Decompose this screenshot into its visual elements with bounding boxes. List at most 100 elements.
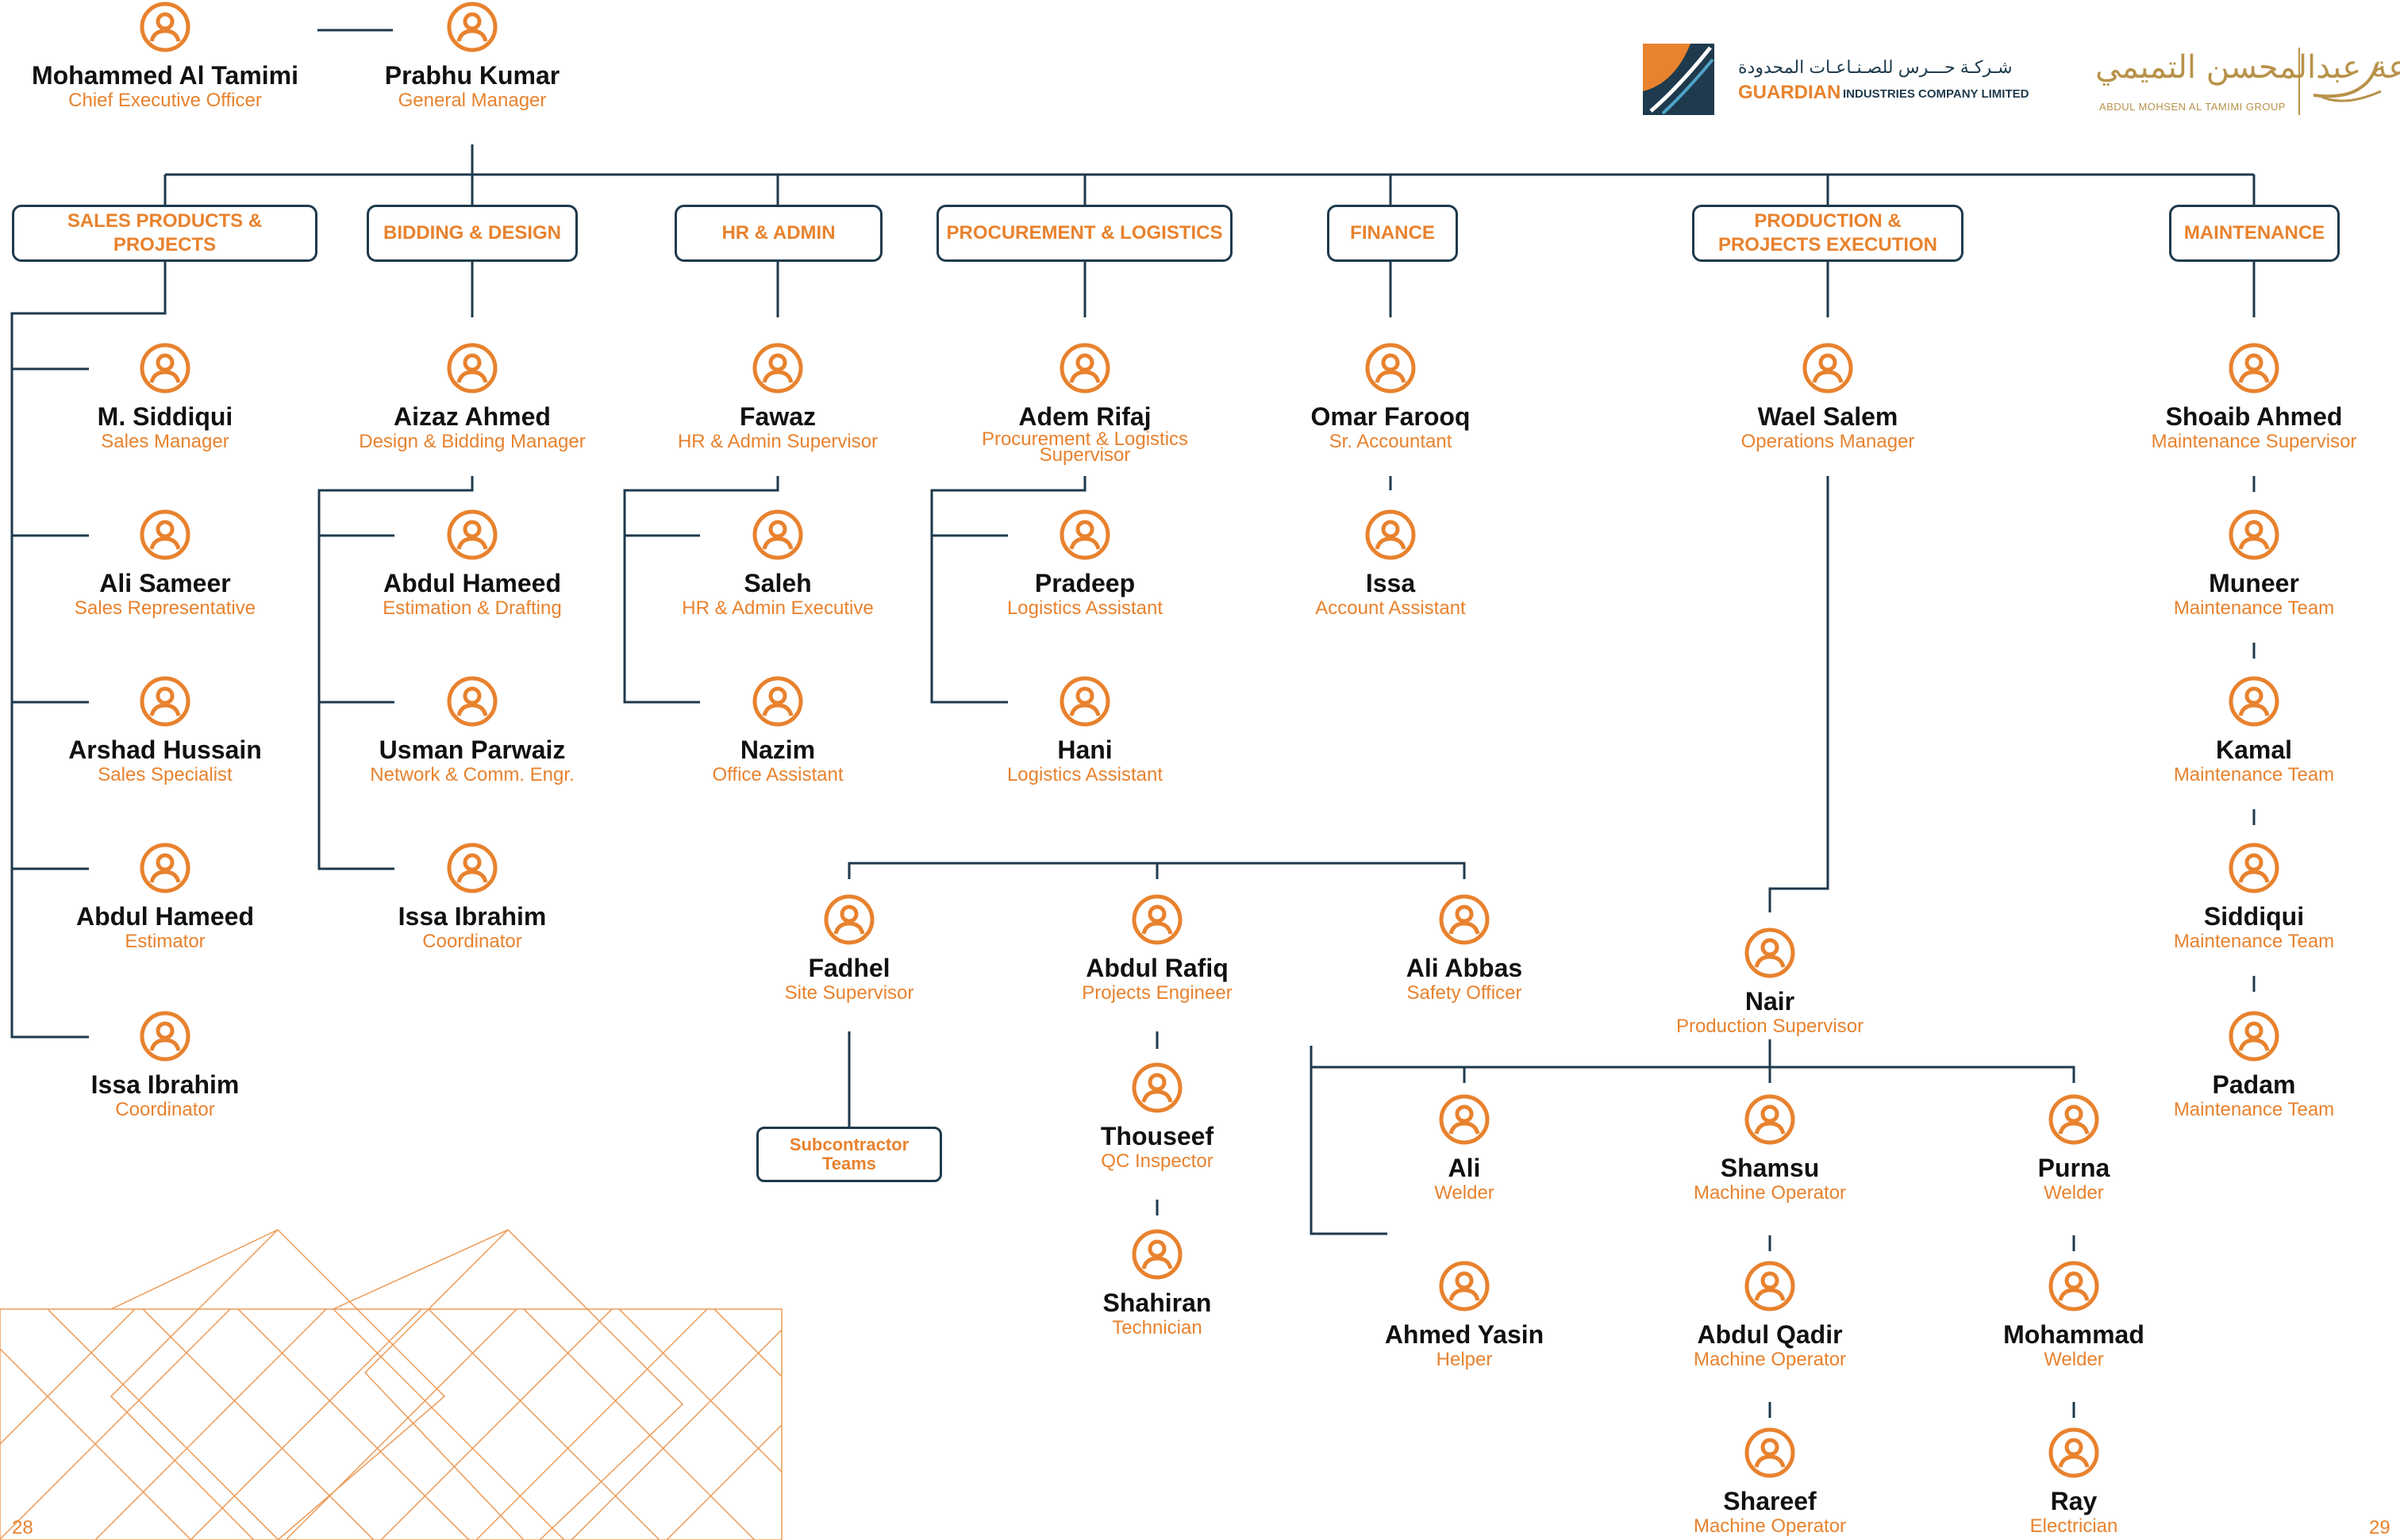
- person-role: Coordinator: [422, 931, 522, 952]
- person-name: Purna: [2037, 1154, 2110, 1182]
- person-role: HR & Admin Supervisor: [677, 431, 879, 452]
- person-name: Wael Salem: [1757, 402, 1898, 431]
- person-name: Siddiqui: [2203, 902, 2305, 931]
- person-name: M. Siddiqui: [97, 402, 233, 431]
- person-name: Fadhel: [808, 954, 890, 982]
- person-name: Issa Ibrahim: [398, 902, 547, 931]
- person-role: Logistics Assistant: [1006, 597, 1163, 619]
- person-icon: [1365, 509, 1416, 560]
- person-role: Machine Operator: [1693, 1349, 1847, 1370]
- person-role: Maintenance Team: [2173, 597, 2335, 619]
- subcontractor-line1: Subcontractor: [789, 1135, 910, 1154]
- page-number-left: 28: [12, 1517, 33, 1538]
- person-role: Design & Bidding Manager: [359, 431, 586, 452]
- person-role: Estimator: [125, 931, 206, 952]
- person-icon: [447, 2, 498, 52]
- person-icon: [447, 343, 498, 394]
- person-icon: [2229, 843, 2279, 893]
- person-name: Nazim: [740, 735, 816, 764]
- group-emblem-icon: [2298, 48, 2382, 115]
- decorative-lattice: [0, 1229, 783, 1540]
- group-arabic-name: مجموعة عبدالمحسن التميمي: [2095, 49, 2400, 86]
- person-icon: [1132, 894, 1183, 945]
- person-name: Abdul Rafiq: [1086, 954, 1229, 982]
- department-box-6: MAINTENANCE: [2169, 205, 2340, 262]
- person-icon: [2229, 509, 2279, 560]
- guardian-emblem-icon: [1643, 44, 1714, 115]
- person-name: Issa: [1365, 569, 1416, 597]
- person-name: Ali Sameer: [99, 569, 231, 597]
- person-icon: [2229, 1011, 2279, 1062]
- org-connectors: [10, 29, 2256, 1418]
- department-box-4: FINANCE: [1327, 205, 1458, 262]
- person-name: Issa Ibrahim: [90, 1070, 240, 1099]
- person-role: Sales Specialist: [98, 764, 233, 785]
- person-name: Shareef: [1723, 1487, 1817, 1515]
- person-icon: [1132, 1062, 1183, 1113]
- page-number-right: 29: [2369, 1517, 2390, 1538]
- department-box-5: PRODUCTION & PROJECTS EXECUTION: [1692, 205, 1963, 262]
- person-role: Coordinator: [115, 1099, 215, 1120]
- person-role: Safety Officer: [1406, 982, 1522, 1004]
- person-icon: [447, 676, 498, 727]
- person-name: Ali: [1448, 1154, 1481, 1182]
- person-icon: [1439, 894, 1490, 945]
- person-role: Welder: [1434, 1182, 1494, 1204]
- person-name: Ray: [2050, 1487, 2098, 1515]
- person-role: Projects Engineer: [1082, 982, 1233, 1004]
- person-name: Omar Farooq: [1310, 402, 1471, 431]
- person-name: Padam: [2212, 1070, 2296, 1099]
- guardian-name: GUARDIAN: [1738, 82, 1841, 103]
- person-name: Abdul Hameed: [383, 569, 562, 597]
- person-role: HR & Admin Executive: [682, 597, 874, 619]
- person-icon: [140, 843, 190, 893]
- person-name: Shahiran: [1102, 1288, 1212, 1317]
- person-icon: [2229, 343, 2279, 394]
- person-role: Sales Representative: [74, 597, 256, 619]
- person-name: Arshad Hussain: [68, 735, 262, 764]
- person-icon: [1439, 1094, 1490, 1145]
- person-icon: [2048, 1427, 2099, 1478]
- person-role: General Manager: [398, 90, 547, 111]
- person-icon: [1060, 509, 1110, 560]
- person-name: Muneer: [2209, 569, 2299, 597]
- person-name: Mohammad: [2003, 1320, 2144, 1349]
- person-icon: [752, 509, 803, 560]
- person-name: Saleh: [744, 569, 812, 597]
- guardian-arabic-name: شـركـة حـــرس للصـنـاعـات المحدودة: [1738, 57, 2013, 77]
- person-role: Site Supervisor: [784, 982, 914, 1004]
- person-role: Maintenance Team: [2173, 1099, 2335, 1120]
- person-role: Estimation & Drafting: [383, 597, 562, 619]
- person-name: Kamal: [2215, 735, 2293, 764]
- person-name: Hani: [1057, 735, 1113, 764]
- guardian-subtitle: INDUSTRIES COMPANY LIMITED: [1843, 87, 2029, 101]
- department-box-1: BIDDING & DESIGN: [367, 205, 578, 262]
- person-name: Ahmed Yasin: [1384, 1320, 1544, 1349]
